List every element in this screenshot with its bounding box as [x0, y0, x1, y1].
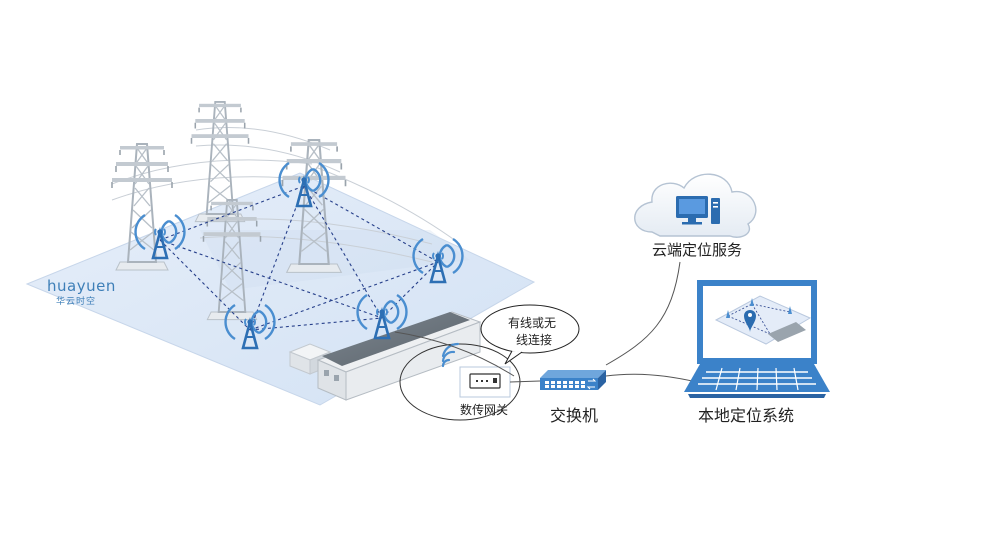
wifi-icon: [441, 342, 460, 368]
server-computer-icon: [676, 196, 720, 225]
laptop-icon: [684, 280, 830, 398]
control-building: [316, 311, 482, 401]
switch-label: 交换机: [550, 406, 599, 425]
connection-label-line2: 线连接: [516, 333, 553, 347]
gateway-label: 数传网关: [460, 403, 509, 417]
network-switch-icon: [540, 370, 606, 390]
data-gateway-device: [459, 366, 511, 398]
connection-label-line1: 有线或无: [508, 316, 557, 330]
brand-logo: huayuen: [47, 277, 116, 295]
cloud-service-label: 云端定位服务: [652, 241, 743, 259]
connection-speech-bubble: [480, 304, 580, 365]
brand-logo-subtitle: 华云时空: [56, 297, 97, 307]
local-system-label: 本地定位系统: [698, 406, 795, 425]
